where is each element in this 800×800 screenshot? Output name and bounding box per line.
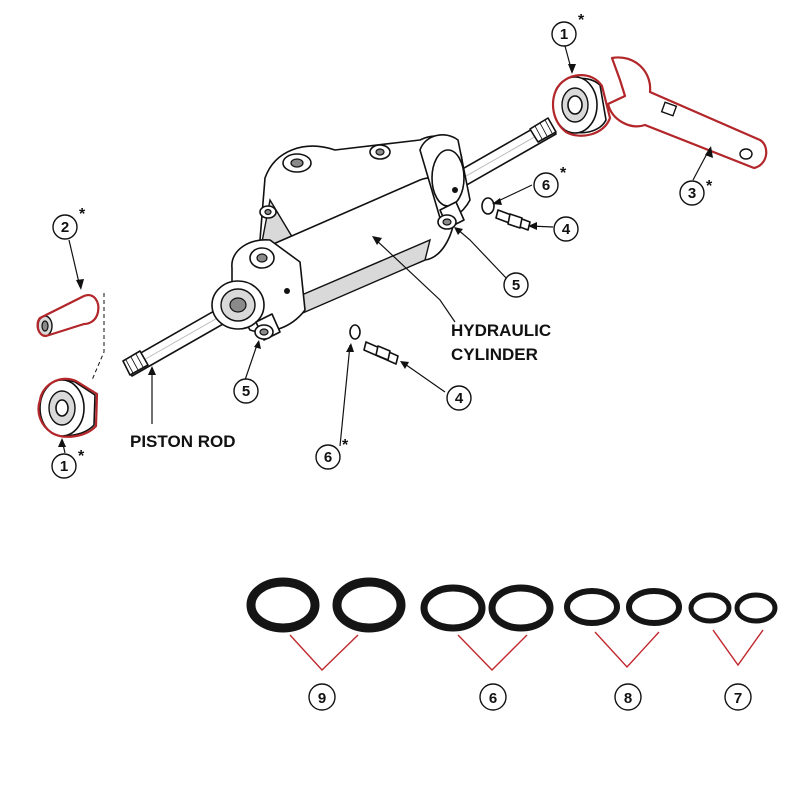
callout-number: 4: [562, 221, 571, 238]
bleeder-fitting-lower: [363, 341, 399, 365]
callout-number: 3: [688, 185, 696, 202]
callout-number: 1: [560, 26, 568, 43]
callout-2: 2 *: [52, 206, 86, 240]
washer-upper: [481, 197, 495, 215]
callout-asterisk: *: [706, 178, 713, 195]
gland-nut-lower: [37, 377, 99, 438]
o-ring-group-number: 7: [734, 690, 742, 707]
hydraulic-cylinder-body: [211, 134, 471, 341]
o-ring: [246, 577, 320, 633]
callout-4-lower: 4: [446, 385, 472, 411]
callout-number: 2: [61, 219, 69, 236]
o-ring-group-8: 8: [564, 588, 682, 711]
callout-asterisk: *: [578, 12, 585, 29]
spanner-wrench: [606, 56, 768, 170]
callout-1-upper: 1 *: [551, 12, 585, 47]
callout-6-upper: 6 *: [533, 165, 567, 198]
o-ring-group-number: 8: [624, 690, 632, 707]
callout-asterisk: *: [78, 448, 85, 465]
callout-1-lower: 1 *: [51, 448, 85, 479]
callout-5-upper: 5: [503, 272, 529, 298]
callout-4-upper: 4: [553, 216, 579, 242]
callout-number: 6: [542, 177, 550, 194]
o-ring: [332, 577, 406, 633]
callout-number: 4: [455, 390, 464, 407]
hydraulic-cylinder-label-line2: CYLINDER: [451, 345, 538, 364]
o-ring: [420, 584, 486, 632]
callout-number: 6: [324, 449, 332, 466]
o-ring: [488, 584, 554, 632]
o-ring: [734, 592, 778, 624]
hydraulic-cylinder-label-line1: HYDRAULIC: [451, 321, 551, 340]
callout-asterisk: *: [560, 165, 567, 182]
alignment-dashed-line: [91, 293, 105, 381]
o-ring-group-6: 6: [420, 584, 554, 711]
callout-number: 5: [512, 277, 520, 294]
piston-rod-label: PISTON ROD: [130, 432, 235, 451]
o-ring-group-7: 7: [688, 592, 778, 711]
callout-number: 5: [242, 383, 250, 400]
callout-3: 3 *: [679, 178, 713, 206]
callout-asterisk: *: [342, 437, 349, 454]
washer-lower: [349, 324, 361, 340]
o-ring: [688, 592, 732, 624]
gland-nut-upper: [551, 74, 612, 137]
callout-asterisk: *: [79, 206, 86, 223]
rod-wiper: [36, 294, 100, 338]
o-ring-group-9: 9: [246, 577, 406, 711]
o-ring: [564, 588, 620, 626]
o-ring: [626, 588, 682, 626]
leader-lines: [58, 45, 713, 454]
callout-5-lower: 5: [233, 378, 259, 404]
o-ring-group-number: 6: [489, 690, 497, 707]
bleeder-fitting-upper: [495, 209, 531, 231]
callout-number: 1: [60, 458, 68, 475]
callout-6-lower: 6 *: [315, 437, 349, 470]
o-ring-group-number: 9: [318, 690, 326, 707]
